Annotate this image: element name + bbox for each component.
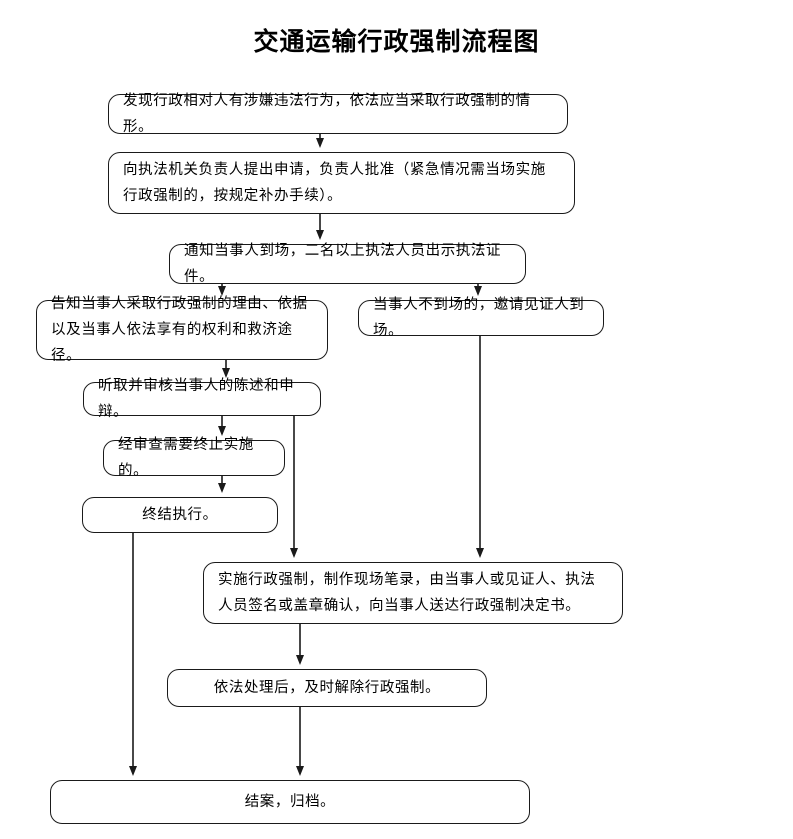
flow-node-label: 向执法机关负责人提出申请，负责人批准（紧急情况需当场实施行政强制的，按规定补办手…: [123, 162, 546, 204]
flow-node-label: 当事人不到场的，邀请见证人到场。: [373, 297, 585, 339]
flow-node-n10: 依法处理后，及时解除行政强制。: [167, 669, 487, 707]
flow-node-n11: 结案，归档。: [50, 780, 530, 824]
flow-node-label: 通知当事人到场，二名以上执法人员出示执法证件。: [184, 243, 502, 285]
flow-node-n2: 向执法机关负责人提出申请，负责人批准（紧急情况需当场实施行政强制的，按规定补办手…: [108, 152, 575, 214]
flow-node-label: 发现行政相对人有涉嫌违法行为，依法应当采取行政强制的情形。: [123, 93, 531, 135]
flow-node-n6: 听取并审核当事人的陈述和申辩。: [83, 378, 321, 420]
flow-node-label: 经审查需要终止实施的。: [118, 437, 254, 479]
page-title: 交通运输行政强制流程图: [253, 29, 540, 56]
flow-node-n9: 实施行政强制，制作现场笔录，由当事人或见证人、执法人员签名或盖章确认，向当事人送…: [203, 562, 623, 624]
flow-node-n5: 当事人不到场的，邀请见证人到场。: [358, 297, 604, 339]
flow-node-label: 依法处理后，及时解除行政强制。: [213, 680, 441, 696]
flow-node-label: 实施行政强制，制作现场笔录，由当事人或见证人、执法人员签名或盖章确认，向当事人送…: [218, 572, 596, 614]
flow-node-label: 终结执行。: [142, 507, 218, 523]
flow-node-label: 告知当事人采取行政强制的理由、依据以及当事人依法享有的权利和救济途径。: [51, 296, 308, 364]
flow-node-n3: 通知当事人到场，二名以上执法人员出示执法证件。: [169, 243, 526, 285]
flow-node-label: 听取并审核当事人的陈述和申辩。: [98, 378, 295, 420]
flow-node-n7: 经审查需要终止实施的。: [103, 437, 285, 479]
flow-node-n8: 终结执行。: [82, 497, 278, 533]
flow-node-n4: 告知当事人采取行政强制的理由、依据以及当事人依法享有的权利和救济途径。: [36, 296, 328, 364]
flow-node-n1: 发现行政相对人有涉嫌违法行为，依法应当采取行政强制的情形。: [108, 93, 568, 135]
flow-node-label: 结案，归档。: [244, 794, 336, 810]
